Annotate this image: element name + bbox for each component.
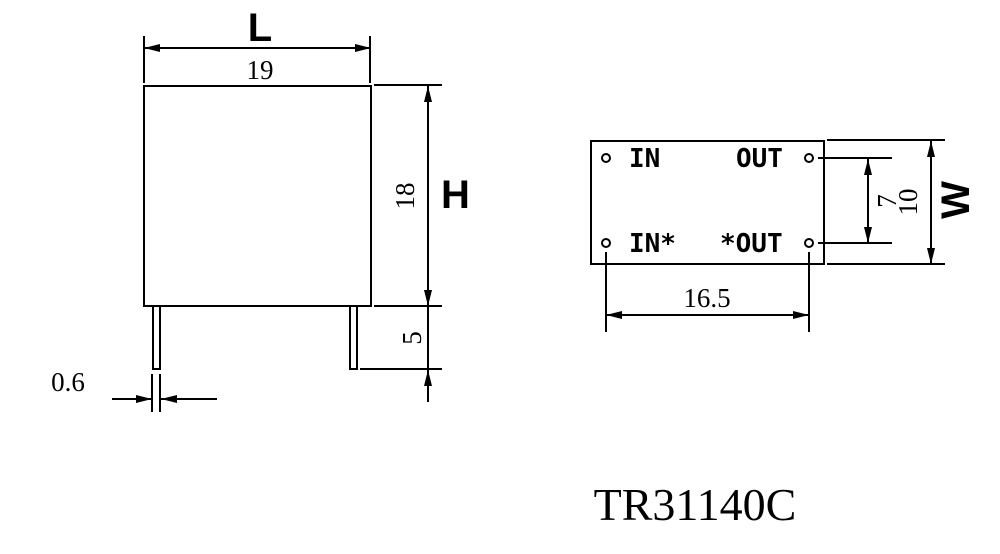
height-dimension-line xyxy=(427,86,429,306)
pin-extension-line-bottom xyxy=(360,368,442,370)
pin-label-out-dot: *OUT xyxy=(720,229,783,259)
width-extension-line-top xyxy=(827,139,945,141)
column-pitch-arrow-right-icon xyxy=(793,311,809,319)
pin-width-dimension-value: 0.6 xyxy=(51,367,85,397)
length-arrow-right-icon xyxy=(355,44,371,52)
length-letter: L xyxy=(247,6,273,50)
component-pin-right xyxy=(349,307,358,370)
row-pitch-arrow-up-icon xyxy=(864,159,872,175)
row-pitch-dimension-line xyxy=(867,159,869,243)
length-dimension-line xyxy=(144,47,371,49)
height-arrow-down-icon xyxy=(424,290,432,306)
pin-label-in-dot: IN* xyxy=(629,229,676,259)
column-pitch-extension-line-left xyxy=(605,252,607,332)
pin-width-arrow-left-icon xyxy=(161,395,177,403)
pin-hole-bottom-left xyxy=(601,238,611,248)
pin-width-dimension-line-right xyxy=(161,398,217,400)
row-pitch-extension-line-top xyxy=(818,157,892,159)
length-extension-line-left xyxy=(143,36,145,83)
row-pitch-arrow-down-icon xyxy=(864,227,872,243)
pin-hole-top-right xyxy=(804,153,814,163)
length-extension-line-right xyxy=(369,36,371,83)
column-pitch-arrow-left-icon xyxy=(606,311,622,319)
height-extension-line-top xyxy=(374,84,442,86)
width-arrow-up-icon xyxy=(927,141,935,157)
pin-width-arrow-right-icon xyxy=(136,395,152,403)
row-pitch-extension-line-bottom xyxy=(818,242,892,244)
length-dimension-value: 19 xyxy=(246,55,274,85)
width-extension-line-bottom xyxy=(827,263,945,265)
pin-length-dimension-line xyxy=(427,307,429,370)
column-pitch-extension-line-right xyxy=(808,252,810,332)
pin-label-in: IN xyxy=(629,144,661,174)
top-view-outline xyxy=(590,140,825,265)
part-number: TR31140C xyxy=(593,479,797,530)
pin-hole-top-left xyxy=(601,153,611,163)
pin-hole-bottom-right xyxy=(804,238,814,248)
pin-length-dimension-tail xyxy=(427,370,429,402)
pin-width-extension-line-left xyxy=(151,374,153,412)
length-arrow-left-icon xyxy=(144,44,160,52)
pin-label-out: OUT xyxy=(736,144,783,174)
component-body-outline xyxy=(143,85,372,307)
column-pitch-dimension-line xyxy=(606,314,809,316)
pin-length-arrow-up-icon xyxy=(424,370,432,386)
width-arrow-down-icon xyxy=(927,248,935,264)
height-letter: H xyxy=(441,173,470,217)
component-pin-left xyxy=(152,307,161,370)
width-dimension-value: 10 xyxy=(893,188,923,216)
column-pitch-dimension-value: 16.5 xyxy=(683,283,731,313)
height-arrow-up-icon xyxy=(424,86,432,102)
width-letter: W xyxy=(934,181,978,219)
width-dimension-line xyxy=(930,141,932,264)
pin-width-extension-line-right xyxy=(159,374,161,412)
pin-width-dimension-line-left xyxy=(112,398,152,400)
height-extension-line-bottom xyxy=(374,305,442,307)
